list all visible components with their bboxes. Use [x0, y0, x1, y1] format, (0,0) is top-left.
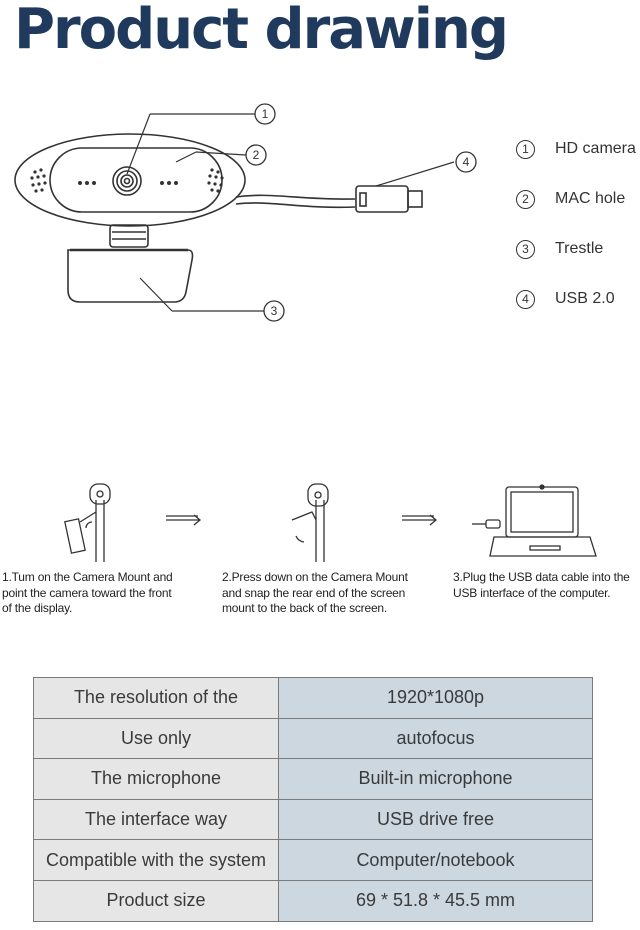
- laptop-icon: [505, 486, 579, 538]
- page-title: Product drawing: [14, 0, 509, 62]
- callout-4: 4: [463, 155, 470, 169]
- legend-label: USB 2.0: [555, 290, 615, 307]
- usb-plug: [355, 185, 409, 213]
- legend-number: 3: [516, 239, 535, 259]
- callout-1: 1: [262, 107, 269, 121]
- spec-value: Computer/notebook: [278, 839, 593, 881]
- table-row: The microphone Built-in microphone: [33, 758, 593, 800]
- step-1-illustration: [64, 483, 202, 562]
- step-3-illustration: [472, 484, 597, 557]
- spec-value: USB drive free: [278, 798, 593, 841]
- legend-number: 2: [516, 189, 535, 209]
- table-row: Product size 69 * 51.8 * 45.5 mm: [33, 879, 593, 922]
- step-1-text: 1.Tum on the Camera Mount and point the …: [2, 570, 173, 615]
- lens-outer: [112, 166, 142, 196]
- spec-value: 1920*1080p: [278, 677, 593, 719]
- spec-value: 69 * 51.8 * 45.5 mm: [278, 879, 593, 922]
- installation-steps-art: [64, 483, 597, 562]
- legend-label: HD camera: [555, 140, 636, 157]
- trestle-outline: [67, 249, 194, 303]
- legend-item-hd-camera: 1 HD camera: [516, 124, 636, 174]
- spec-table: The resolution of the 1920*1080p Use onl…: [33, 677, 593, 922]
- mac-hole-left: [78, 181, 82, 185]
- callout-2: 2: [253, 148, 260, 162]
- spec-key: The resolution of the: [33, 677, 279, 719]
- legend-item-trestle: 3 Trestle: [516, 224, 636, 274]
- table-row: Use only autofocus: [33, 717, 593, 760]
- arrow-right-icon: [402, 514, 438, 526]
- spec-value: Built-in microphone: [278, 758, 593, 800]
- arrow-right-icon: [166, 514, 202, 526]
- table-row: Compatible with the system Computer/note…: [33, 839, 593, 881]
- hinge: [109, 224, 149, 248]
- step-2-illustration: [291, 483, 438, 562]
- table-row: The interface way USB drive free: [33, 798, 593, 841]
- legend-item-mac-hole: 2 MAC hole: [516, 174, 636, 224]
- webcam-drawing: 1 2 4 3: [14, 103, 477, 322]
- usb-cable: [235, 194, 356, 200]
- legend-label: Trestle: [555, 240, 604, 257]
- spec-key: Use only: [33, 717, 279, 760]
- parts-legend: 1 HD camera 2 MAC hole 3 Trestle 4 USB 2…: [516, 124, 636, 324]
- mac-hole-right: [160, 181, 164, 185]
- spec-key: Compatible with the system: [33, 839, 279, 881]
- spec-key: The interface way: [33, 798, 279, 841]
- legend-label: MAC hole: [555, 190, 626, 207]
- spec-key: The microphone: [33, 758, 279, 800]
- spec-value: autofocus: [278, 717, 593, 760]
- legend-item-usb: 4 USB 2.0: [516, 274, 636, 324]
- camera-body-outline: [14, 133, 246, 227]
- spec-key: Product size: [33, 879, 279, 922]
- step-2-text: 2.Press down on the Camera Mount and sna…: [222, 570, 408, 615]
- callout-3: 3: [271, 304, 278, 318]
- legend-number: 1: [516, 139, 535, 159]
- camera-front-panel: [49, 147, 223, 213]
- legend-number: 4: [516, 289, 535, 309]
- step-3-text: 3.Plug the USB data cable into the USB i…: [453, 570, 630, 600]
- table-row: The resolution of the 1920*1080p: [33, 677, 593, 719]
